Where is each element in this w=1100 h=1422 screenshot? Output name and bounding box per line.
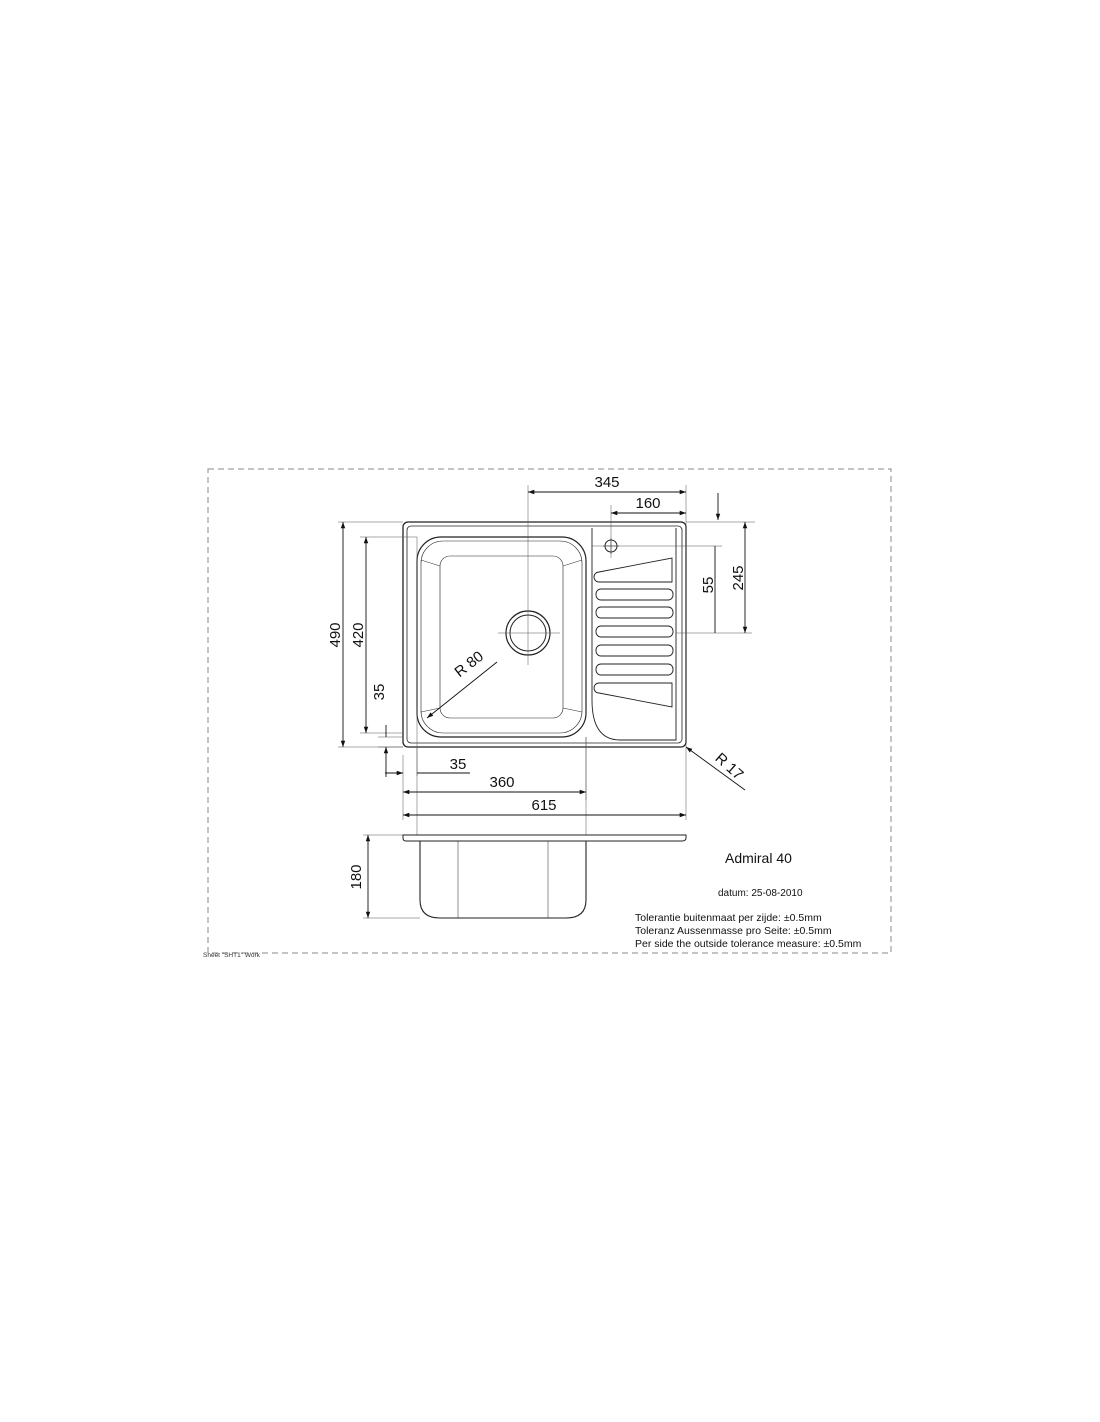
dimension-160: 160 (635, 495, 660, 512)
drainboard-groove (595, 606, 674, 619)
drainboard-groove (595, 663, 674, 676)
sink-side-view (402, 834, 687, 919)
drainboard-groove (595, 625, 674, 638)
dimension-55: 55 (700, 577, 717, 594)
drainboard-groove (593, 682, 673, 708)
radius-80: R 80 (452, 648, 487, 681)
dimension-180: 180 (348, 864, 365, 889)
dimension-345: 345 (594, 474, 619, 491)
dimension-35-horizontal: 35 (450, 756, 467, 773)
sink-top-view (402, 521, 687, 748)
dimension-615: 615 (531, 797, 556, 814)
dimension-360: 360 (489, 774, 514, 791)
sheet-label: Sheet "SHT1" Work (203, 952, 261, 959)
tolerance-note-de: Toleranz Aussenmasse pro Seite: ±0.5mm (635, 925, 832, 937)
drawing-date: datum: 25-08-2010 (718, 888, 803, 899)
dimension-420: 420 (350, 622, 367, 647)
dimension-490: 490 (327, 622, 344, 647)
dimension-245: 245 (730, 565, 747, 590)
tolerance-note-en: Per side the outside tolerance measure: … (635, 938, 862, 950)
drainboard-groove (593, 557, 673, 583)
model-name: Admiral 40 (725, 850, 792, 866)
sheet-frame (207, 468, 892, 954)
drainboard-groove (595, 588, 674, 601)
tolerance-note-nl: Tolerantie buitenmaat per zijde: ±0.5mm (635, 912, 822, 924)
dimension-35-vertical: 35 (371, 684, 388, 701)
sink-bowl (416, 536, 587, 738)
drainboard-groove (595, 644, 674, 657)
